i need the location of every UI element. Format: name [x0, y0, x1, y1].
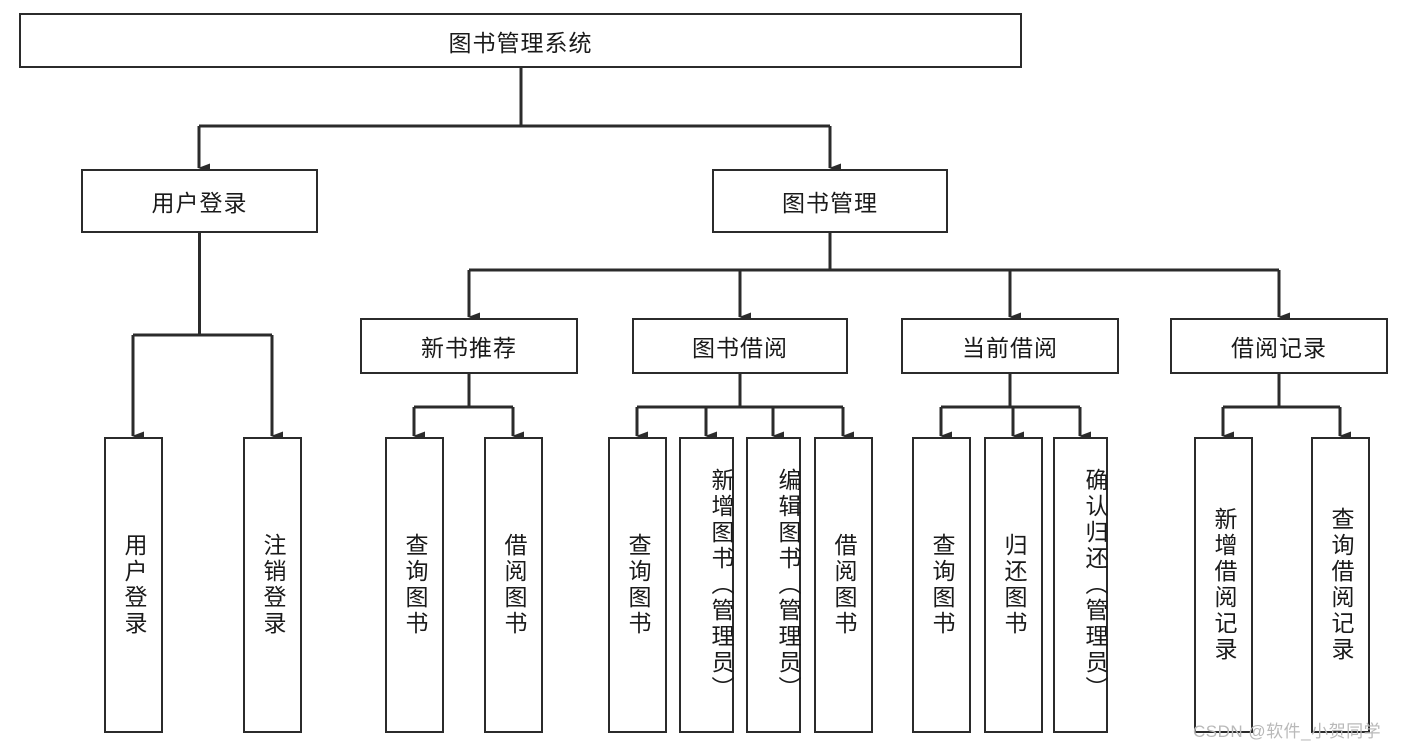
- node-current-borrow[interactable]: 当前借阅: [901, 318, 1119, 374]
- node-label: 查询图书: [929, 533, 955, 637]
- node-borrow-record[interactable]: 借阅记录: [1170, 318, 1388, 374]
- node-label: 注销登录: [260, 533, 286, 637]
- node-leaf-add-book-admin[interactable]: 新增图书（管理员）: [679, 437, 734, 733]
- node-leaf-query-book-borrow[interactable]: 查询图书: [608, 437, 667, 733]
- node-leaf-return-book[interactable]: 归还图书: [984, 437, 1043, 733]
- node-leaf-edit-book-admin[interactable]: 编辑图书（管理员）: [746, 437, 801, 733]
- node-leaf-user-login[interactable]: 用户登录: [104, 437, 163, 733]
- node-leaf-logout[interactable]: 注销登录: [243, 437, 302, 733]
- node-leaf-query-book-current[interactable]: 查询图书: [912, 437, 971, 733]
- watermark-text: CSDN @软件_小贺同学: [1193, 722, 1382, 741]
- node-leaf-query-borrow-record[interactable]: 查询借阅记录: [1311, 437, 1370, 733]
- node-leaf-borrow-book-recommend[interactable]: 借阅图书: [484, 437, 543, 733]
- node-label: 借阅图书: [501, 533, 527, 637]
- node-label: 归还图书: [1001, 533, 1027, 637]
- node-root[interactable]: 图书管理系统: [19, 13, 1022, 68]
- node-label: 确认归还（管理员）: [1082, 468, 1108, 702]
- node-leaf-confirm-return-admin[interactable]: 确认归还（管理员）: [1053, 437, 1108, 733]
- node-new-book-recommend[interactable]: 新书推荐: [360, 318, 578, 374]
- node-label: 图书借阅: [692, 335, 788, 361]
- node-label: 新书推荐: [421, 335, 517, 361]
- node-leaf-add-borrow-record[interactable]: 新增借阅记录: [1194, 437, 1253, 733]
- node-label: 查询借阅记录: [1328, 507, 1354, 663]
- node-label: 借阅记录: [1231, 335, 1327, 361]
- node-label: 编辑图书（管理员）: [775, 468, 801, 702]
- node-label: 用户登录: [151, 190, 248, 216]
- node-label: 新增图书（管理员）: [708, 468, 734, 702]
- node-book-management[interactable]: 图书管理: [712, 169, 948, 233]
- node-leaf-borrow-book[interactable]: 借阅图书: [814, 437, 873, 733]
- node-label: 借阅图书: [831, 533, 857, 637]
- node-label: 图书管理系统: [448, 29, 593, 56]
- node-label: 用户登录: [121, 533, 147, 637]
- node-label: 新增借阅记录: [1211, 507, 1237, 663]
- node-label: 查询图书: [625, 533, 651, 637]
- node-book-borrow[interactable]: 图书借阅: [632, 318, 848, 374]
- node-label: 当前借阅: [962, 335, 1058, 361]
- node-user-login[interactable]: 用户登录: [81, 169, 318, 233]
- node-leaf-query-book-recommend[interactable]: 查询图书: [385, 437, 444, 733]
- node-label: 图书管理: [782, 190, 878, 216]
- node-label: 查询图书: [402, 533, 428, 637]
